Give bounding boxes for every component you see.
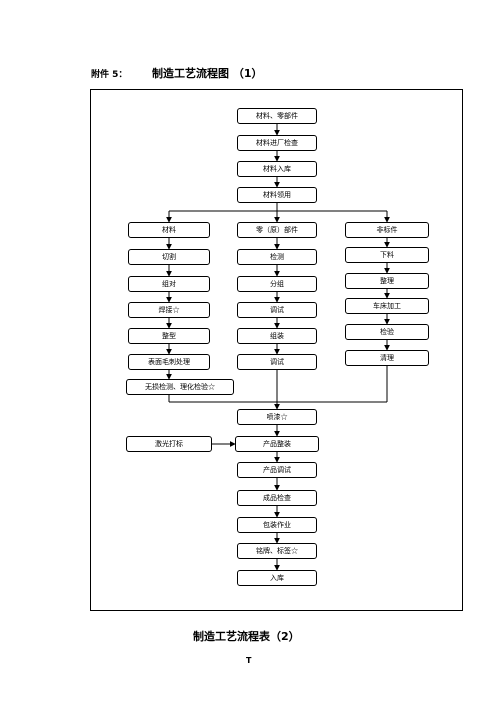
node-left-materials: 材料 [128, 222, 210, 238]
node-nameplate-labels: 铭牌、标签☆ [237, 543, 317, 559]
node-laser-marking: 激光打标 [126, 436, 212, 452]
node-blanking: 下料 [345, 247, 429, 263]
flowchart-frame [90, 89, 463, 611]
node-grouping: 分组 [237, 276, 317, 292]
node-inspection: 检验 [345, 324, 429, 340]
node-warehousing: 入库 [237, 570, 317, 586]
node-welding: 焊接☆ [128, 302, 210, 318]
node-cutting: 切割 [128, 249, 210, 265]
node-cleaning: 清理 [345, 350, 429, 366]
node-adjustment-2: 调试 [237, 354, 317, 370]
node-material-requisition: 材料领用 [237, 187, 317, 203]
node-painting: 喷漆☆ [237, 409, 317, 425]
node-material-storage: 材料入库 [237, 161, 317, 177]
node-incoming-inspection: 材料进厂检查 [237, 135, 317, 151]
attachment-label: 附件 5： [91, 70, 128, 80]
node-ndt-inspection: 无损检测、理化检验☆ [126, 379, 234, 395]
page-title: 制造工艺流程图 （1） [152, 67, 263, 80]
node-product-commissioning: 产品调试 [237, 462, 317, 478]
node-final-assembly: 产品整装 [235, 436, 319, 452]
node-materials-parts: 材料、零部件 [237, 108, 317, 124]
node-lathe-machining: 车床加工 [345, 298, 429, 314]
page-mark: T [246, 656, 252, 665]
node-components: 零（原）部件 [237, 222, 317, 238]
node-final-inspection: 成品检查 [237, 490, 317, 506]
node-fit-up: 组对 [128, 276, 210, 292]
node-assembly: 组装 [237, 328, 317, 344]
node-nonstandard-parts: 非标件 [345, 222, 429, 238]
node-sorting: 整理 [345, 273, 429, 289]
caption: 制造工艺流程表（2） [193, 630, 300, 643]
node-packaging: 包装作业 [237, 517, 317, 533]
node-adjustment: 调试 [237, 302, 317, 318]
node-testing: 检测 [237, 249, 317, 265]
node-deburring: 表面毛刺处理 [128, 354, 210, 370]
node-shaping: 整型 [128, 328, 210, 344]
